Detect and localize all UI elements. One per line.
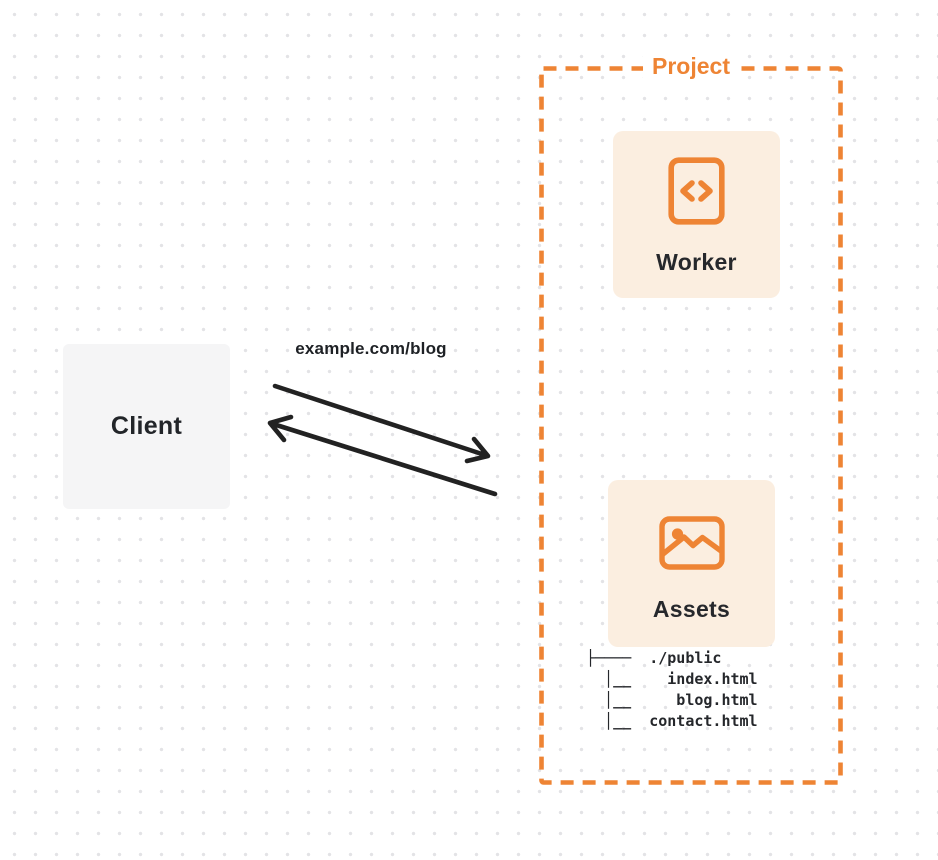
client-node: Client	[63, 344, 230, 509]
project-label: Project	[643, 52, 739, 80]
request-url-label: example.com/blog	[295, 339, 447, 358]
worker-label: Worker	[656, 249, 737, 275]
worker-node: Worker	[613, 131, 780, 298]
code-icon	[668, 157, 725, 225]
image-icon	[658, 516, 725, 570]
project-container: Project	[539, 52, 843, 785]
client-label: Client	[110, 412, 183, 440]
file-tree: ├──── ./public │__ index.html │__ blog.h…	[586, 649, 758, 730]
assets-label: Assets	[652, 596, 731, 622]
response-arrow	[267, 414, 498, 497]
request-arrow	[272, 383, 491, 464]
assets-node: Assets	[608, 480, 775, 647]
